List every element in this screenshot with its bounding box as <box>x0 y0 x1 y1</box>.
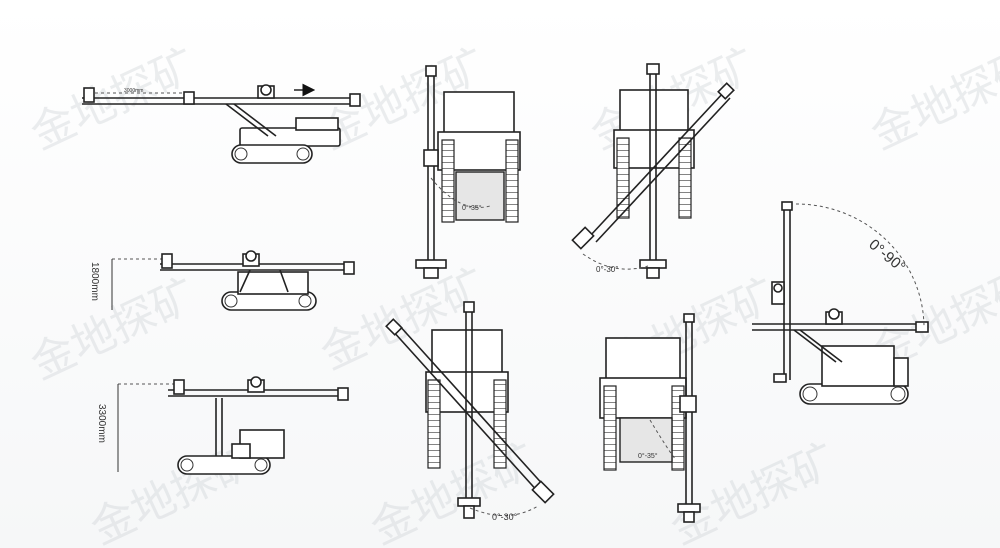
side-view-boom-extended: 3000mm <box>82 83 361 164</box>
length-label: 3000mm <box>124 88 143 94</box>
angle-label-front-1: 0°-35° <box>462 204 482 212</box>
height-label-3300: 3300mm <box>96 404 107 443</box>
side-view-height-1800: 1800mm <box>89 250 355 311</box>
side-view-height-3300: 3300mm <box>96 376 349 475</box>
watermark-text: 金地探矿 <box>23 269 204 390</box>
front-view-mast-vertical: 0°-35° <box>415 65 521 279</box>
angle-label-front-3: 0°-30° <box>492 512 518 522</box>
watermark-text: 金地探矿 <box>23 39 204 160</box>
side-view-mast-rotation: 0°-90° <box>752 201 929 405</box>
angle-label-front-4: 0°-35° <box>638 452 658 460</box>
angle-label-side: 0°-90° <box>865 236 908 276</box>
watermark-text: 金地探矿 <box>863 39 1000 160</box>
watermark-text: 金地探矿 <box>663 434 844 548</box>
front-view-mast-tilted-right: 0°-30° <box>385 301 555 522</box>
angle-label-front-2: 0°-30° <box>596 265 618 274</box>
height-label-1800: 1800mm <box>89 262 100 301</box>
watermark-text: 金地探矿 <box>363 434 544 548</box>
front-view-mast-offset: 0°-35° <box>599 313 701 523</box>
front-view-mast-tilted-left: 0°-30° <box>571 63 735 279</box>
